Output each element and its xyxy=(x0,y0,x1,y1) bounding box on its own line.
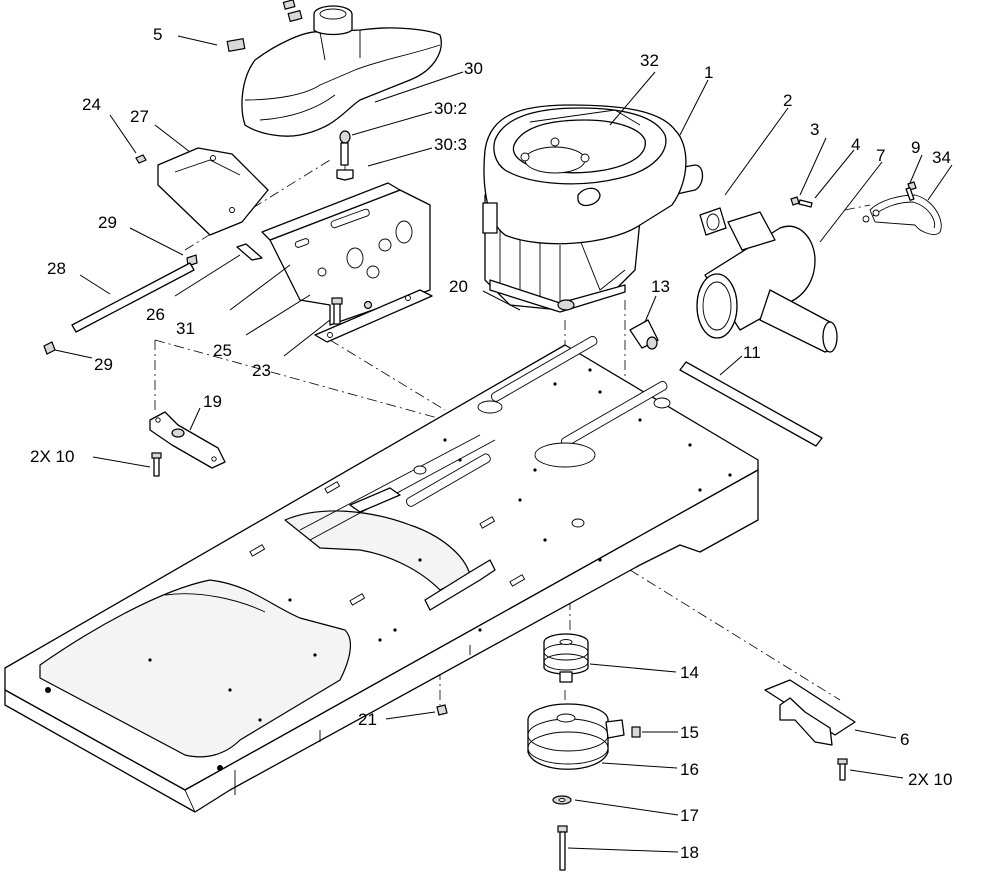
callout-11: 11 xyxy=(743,343,761,362)
leader-lines xyxy=(54,35,953,853)
fuel-tank xyxy=(226,0,442,137)
callout-3: 3 xyxy=(810,120,819,139)
callout-4: 4 xyxy=(851,135,860,154)
bolt-18 xyxy=(557,825,568,871)
callout-13: 13 xyxy=(651,277,670,296)
nut-21 xyxy=(436,704,448,716)
engine xyxy=(482,104,704,313)
callout-20: 20 xyxy=(449,277,468,296)
callout-9: 9 xyxy=(911,138,920,157)
callout-34: 34 xyxy=(932,148,951,167)
callout-6: 6 xyxy=(900,730,909,749)
pulley-14 xyxy=(543,633,589,683)
heat-shield xyxy=(157,147,269,236)
clutch-16 xyxy=(527,703,625,770)
callout-32: 32 xyxy=(640,51,659,70)
callout-7: 7 xyxy=(876,146,885,165)
callout-31: 31 xyxy=(176,319,195,338)
exhaust-fasteners xyxy=(790,181,917,208)
callout-2: 2 xyxy=(783,91,792,110)
washer-17 xyxy=(552,795,572,805)
callout-16: 16 xyxy=(680,760,699,779)
callout-29-bottom: 29 xyxy=(94,355,113,374)
bracket-19 xyxy=(149,411,226,477)
muffler-guard xyxy=(862,194,942,235)
callout-2x10-right: 2X 10 xyxy=(908,770,952,789)
tube-11 xyxy=(679,361,823,447)
callout-labels: 5 30 30:2 30:3 24 27 32 1 2 3 4 7 9 34 2… xyxy=(30,25,952,862)
callout-2x10-left: 2X 10 xyxy=(30,447,74,466)
fuel-filter xyxy=(629,319,659,350)
callout-25: 25 xyxy=(213,341,232,360)
callout-26: 26 xyxy=(146,305,165,324)
callout-30: 30 xyxy=(464,59,483,78)
callout-1: 1 xyxy=(704,63,713,82)
callout-17: 17 xyxy=(680,806,699,825)
bracket-6 xyxy=(764,679,856,781)
callout-15: 15 xyxy=(680,723,699,742)
callout-21: 21 xyxy=(358,710,377,729)
rod-28 xyxy=(71,262,195,333)
callout-28: 28 xyxy=(47,259,66,278)
callout-19: 19 xyxy=(203,392,222,411)
callout-30-3: 30:3 xyxy=(434,135,467,154)
engine-bracket xyxy=(261,182,433,343)
callout-23: 23 xyxy=(252,361,271,380)
callout-30-2: 30:2 xyxy=(434,99,467,118)
fuel-fittings xyxy=(336,130,354,181)
key-15 xyxy=(631,726,641,738)
muffler xyxy=(696,207,838,353)
callout-29-top: 29 xyxy=(98,213,117,232)
chassis-frame xyxy=(4,336,759,813)
callout-18: 18 xyxy=(680,843,699,862)
callout-27: 27 xyxy=(130,107,149,126)
callout-24: 24 xyxy=(82,95,101,114)
callout-5: 5 xyxy=(153,25,162,44)
callout-14: 14 xyxy=(680,663,699,682)
